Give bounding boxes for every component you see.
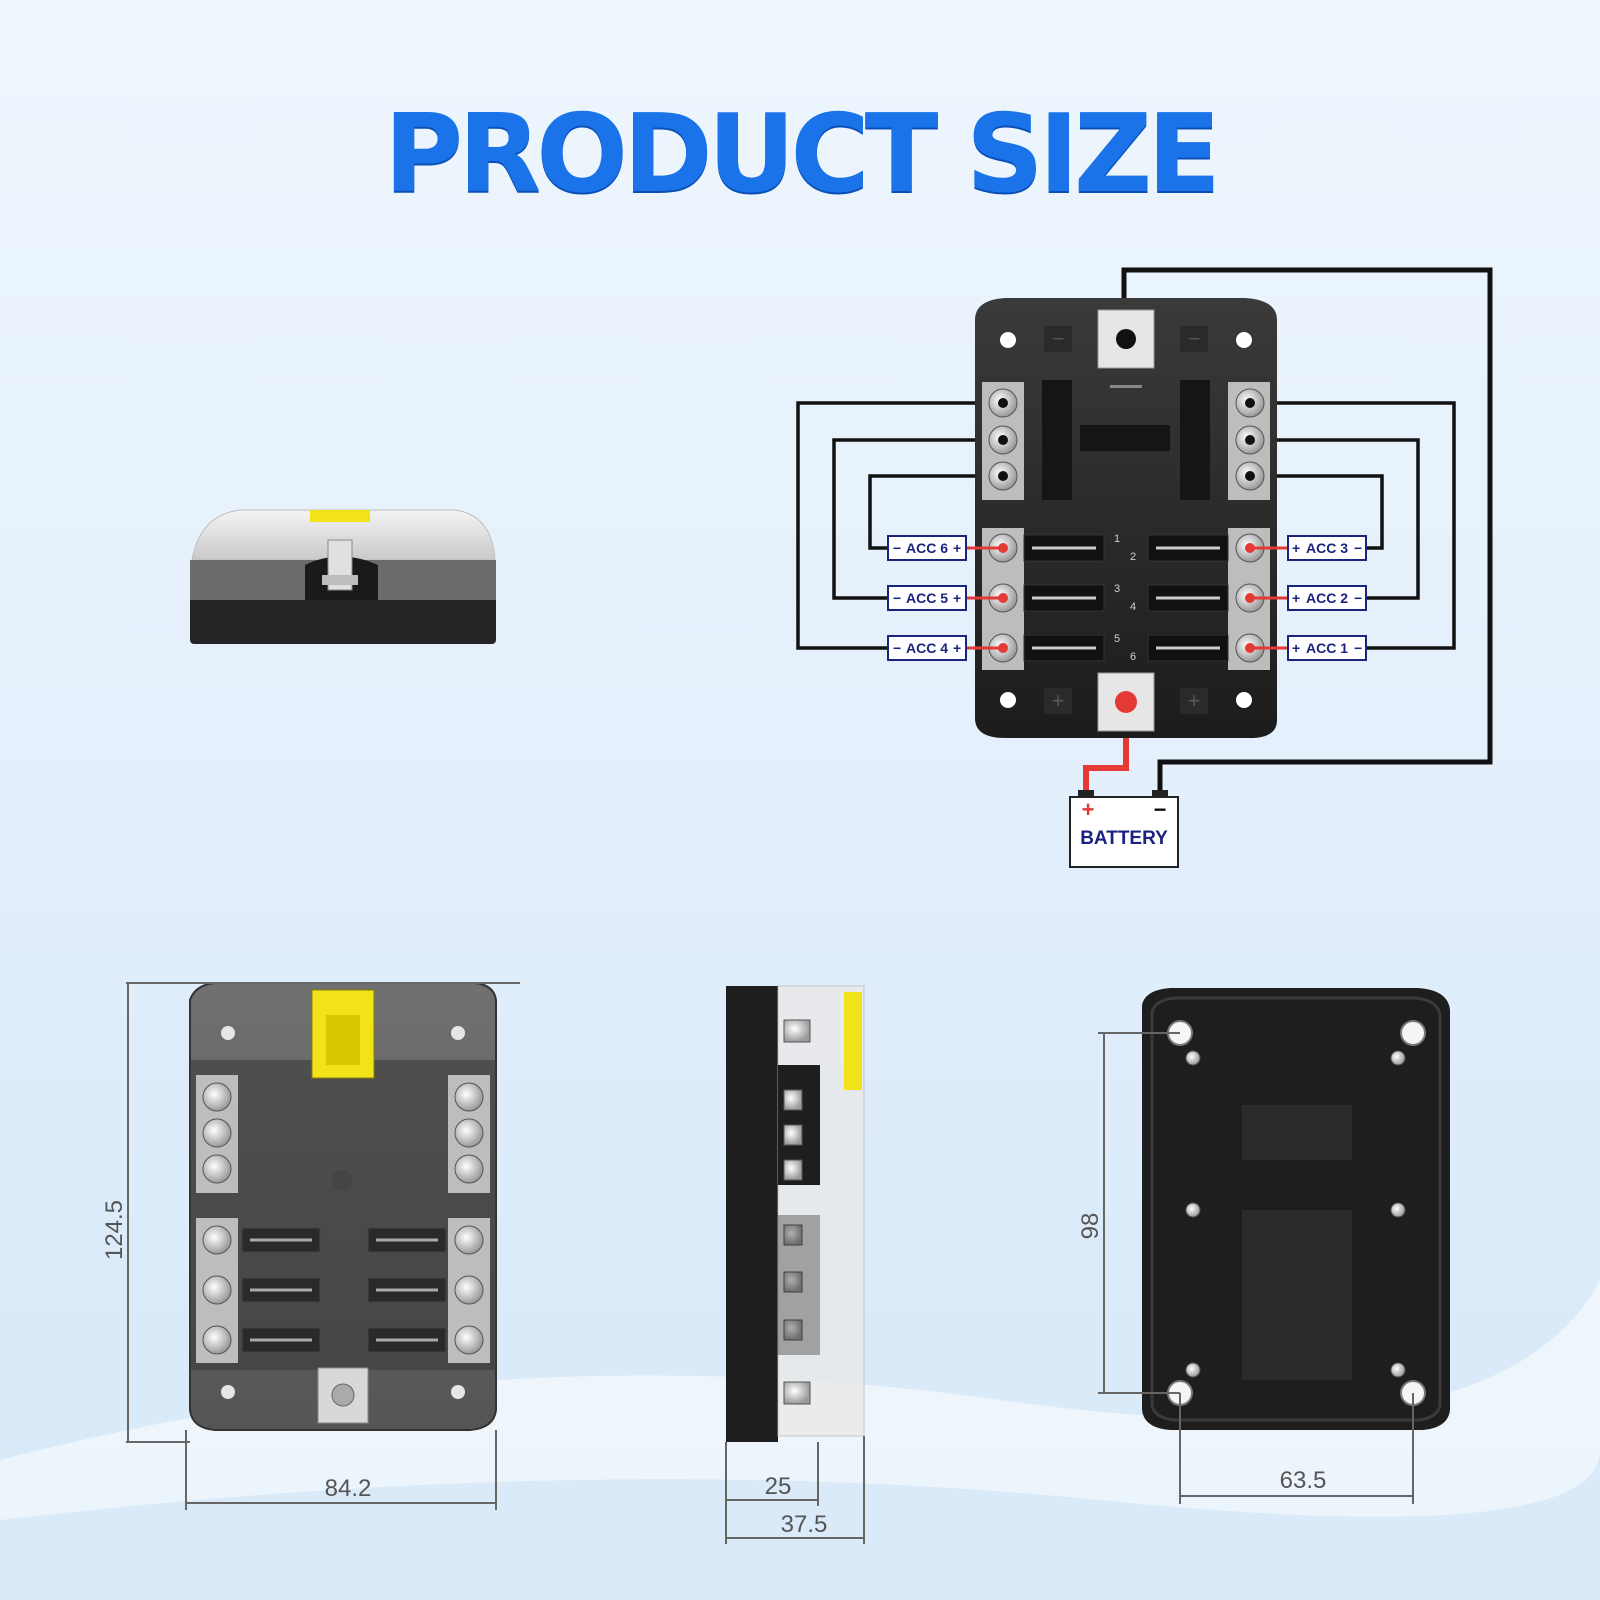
svg-text:+: +	[1292, 640, 1300, 656]
base-depth-dimension: 25	[765, 1473, 792, 1500]
top-view-dimensions	[126, 982, 520, 1510]
svg-text:+: +	[953, 590, 961, 606]
acc-label: ACC 5	[906, 590, 948, 606]
svg-text:−: −	[1354, 640, 1362, 656]
wiring-diagram: − − + +	[796, 267, 1493, 868]
acc-label: ACC 4	[906, 640, 948, 656]
battery-positive-symbol: +	[1082, 797, 1095, 822]
battery: + − BATTERY	[1069, 790, 1179, 868]
svg-text:−: −	[893, 640, 901, 656]
acc-labels-left: − + − + − + ACC 6 ACC 5 ACC 4	[887, 535, 967, 661]
svg-text:−: −	[1354, 590, 1362, 606]
svg-text:+: +	[1292, 540, 1300, 556]
svg-text:+: +	[953, 640, 961, 656]
battery-label: BATTERY	[1080, 828, 1168, 849]
fuse-number: 4	[1130, 601, 1136, 613]
acc-labels-right: + − + − + − ACC 3 ACC 2 ACC 1	[1287, 535, 1367, 661]
side-view-dimensions	[725, 1436, 865, 1544]
fuse-number: 2	[1130, 551, 1136, 563]
width-dimension: 84.2	[325, 1475, 372, 1502]
battery-negative-symbol: −	[1154, 797, 1167, 822]
vertical-hole-spacing-dimension: 98	[1077, 1213, 1104, 1240]
front-view	[190, 509, 496, 644]
svg-text:+: +	[953, 540, 961, 556]
svg-text:−: −	[1354, 540, 1362, 556]
acc-label: ACC 2	[1306, 590, 1348, 606]
acc-label: ACC 1	[1306, 640, 1348, 656]
fuse-number: 3	[1114, 583, 1120, 595]
svg-text:+: +	[1052, 688, 1065, 713]
svg-text:+: +	[1188, 688, 1201, 713]
horizontal-hole-spacing-dimension: 63.5	[1280, 1467, 1327, 1494]
acc-label: ACC 6	[906, 540, 948, 556]
height-dimension: 124.5	[101, 1200, 128, 1260]
acc-label: ACC 3	[1306, 540, 1348, 556]
side-view	[726, 985, 865, 1442]
bottom-view-dimensions	[1098, 1032, 1414, 1504]
total-depth-dimension: 37.5	[781, 1511, 828, 1538]
svg-text:−: −	[1188, 326, 1201, 351]
svg-text:−: −	[893, 590, 901, 606]
svg-text:+: +	[1292, 590, 1300, 606]
fuse-number: 1	[1114, 533, 1120, 545]
bottom-view	[1142, 988, 1450, 1430]
fuse-number: 6	[1130, 651, 1136, 663]
background-wave-2	[0, 1450, 1600, 1600]
negative-wire	[1121, 267, 1493, 797]
svg-text:−: −	[893, 540, 901, 556]
top-view	[189, 982, 497, 1431]
svg-text:−: −	[1052, 326, 1065, 351]
fuse-number: 5	[1114, 633, 1120, 645]
page-title: PRODUCT SIZE	[383, 92, 1221, 217]
